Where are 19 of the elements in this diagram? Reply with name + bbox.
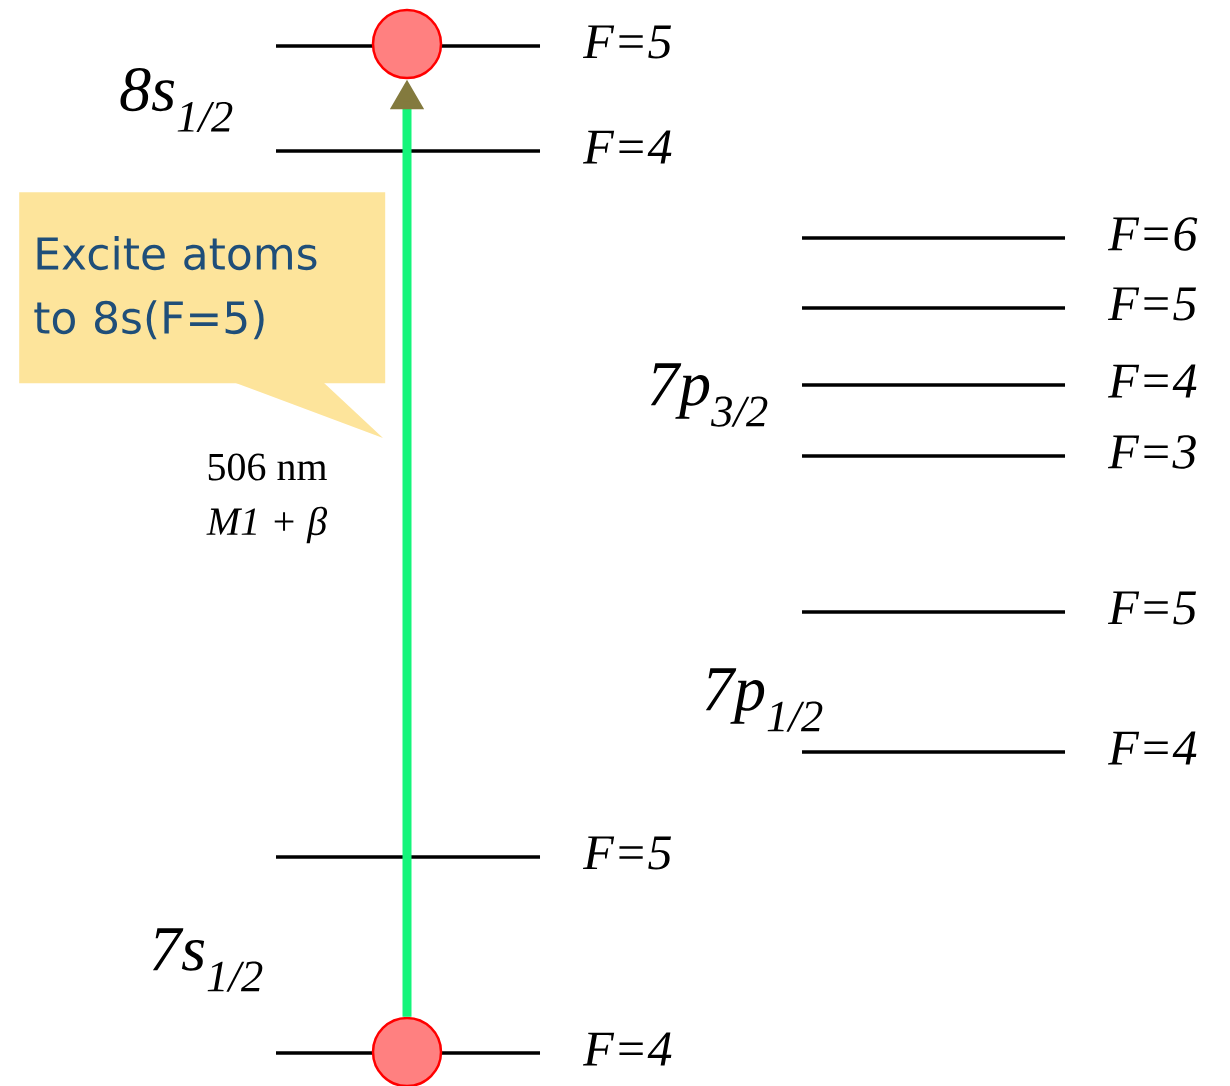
level-label: F=4 xyxy=(1107,364,1197,398)
wavelength-label: 506 nm xyxy=(208,453,327,481)
state-label: 7s$_{1/2}$ xyxy=(152,928,263,992)
level-label: F=4 xyxy=(582,1032,672,1066)
level-label: F=4 xyxy=(582,130,672,164)
level-label: F=5 xyxy=(1107,287,1197,321)
atom-marker xyxy=(371,8,443,80)
state-label: 8s$_{1/2}$ xyxy=(120,67,233,133)
callout-box: Excite atoms to 8s(F=5) xyxy=(19,192,386,438)
level-label: F=5 xyxy=(582,836,671,870)
level-label: F=5 xyxy=(1107,591,1197,625)
transition-label: M1 + β xyxy=(206,506,328,544)
level-label: F=4 xyxy=(1107,731,1197,765)
level-label: F=6 xyxy=(1107,217,1198,251)
atom-marker xyxy=(371,1016,443,1086)
state-label: 7p$_{3/2}$ xyxy=(650,363,768,427)
state-label: 7p$_{1/2}$ xyxy=(705,668,823,732)
level-label: F=3 xyxy=(1107,435,1196,469)
level-label: F=5 xyxy=(582,25,671,59)
